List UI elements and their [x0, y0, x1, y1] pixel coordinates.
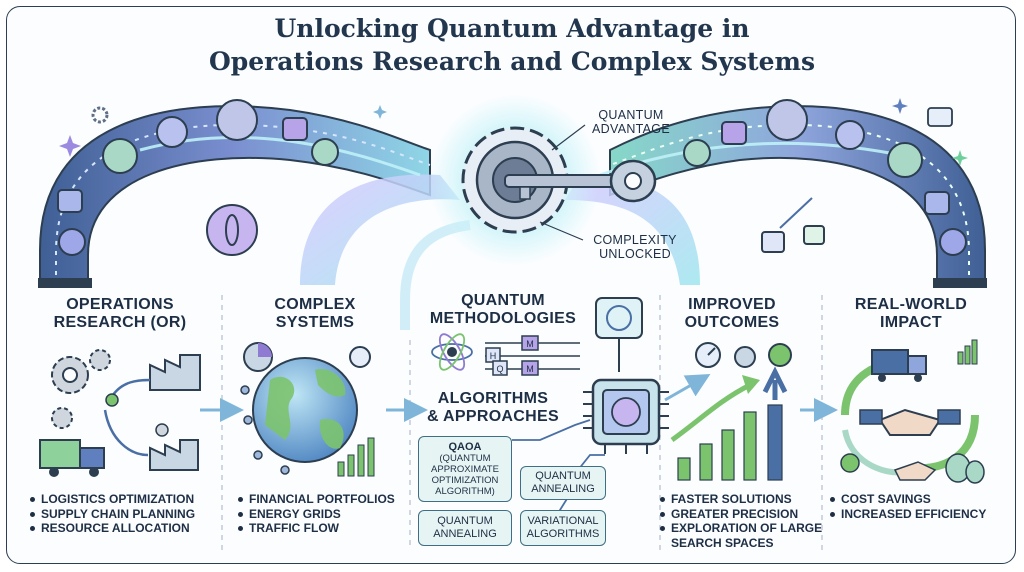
heading-line: ALGORITHMS — [437, 390, 549, 407]
card-line: VARIATIONAL — [527, 515, 599, 527]
bullet-item: COST SAVINGS — [830, 492, 986, 507]
heading-line: RESEARCH (OR) — [53, 314, 187, 331]
algorithm-card-quantum-annealing-2: QUANTUM ANNEALING — [418, 510, 512, 546]
circuit-gate-label: M — [526, 364, 534, 374]
left-arch-nodes — [57, 99, 339, 256]
heading-line: IMPROVED — [688, 296, 776, 313]
bullet-item: GREATER PRECISION — [660, 507, 822, 522]
real-world-impact-heading: REAL-WORLD IMPACT — [836, 296, 986, 332]
bullet-item: RESOURCE ALLOCATION — [30, 521, 195, 536]
algorithm-card-quantum-annealing: QUANTUM ANNEALING — [520, 466, 606, 500]
bullet-item: FASTER SOLUTIONS — [660, 492, 822, 507]
card-line: ALGORITHMS — [526, 528, 600, 540]
heading-line: COMPLEX — [274, 296, 356, 313]
bullet-item: INCREASED EFFICIENCY — [830, 507, 986, 522]
page-title-line-1: Unlocking Quantum Advantage in — [274, 14, 750, 43]
heading-line: OPERATIONS — [66, 296, 174, 313]
page-title-line-2: Operations Research and Complex Systems — [208, 47, 816, 76]
right-arch-nodes — [683, 99, 967, 256]
quantum-methods-illustration — [431, 297, 669, 540]
card-line: QUANTUM — [535, 470, 591, 482]
heading-line: QUANTUM — [461, 292, 545, 309]
operations-research-bullets: LOGISTICS OPTIMIZATION SUPPLY CHAIN PLAN… — [30, 492, 195, 536]
card-line: ANNEALING — [531, 483, 595, 495]
heading-line: IMPACT — [880, 314, 942, 331]
complex-systems-bullets: FINANCIAL PORTFOLIOS ENERGY GRIDS TRAFFI… — [238, 492, 395, 536]
complex-systems-illustration — [240, 342, 375, 477]
improved-outcomes-bullets: FASTER SOLUTIONS GREATER PRECISION EXPLO… — [660, 492, 822, 550]
card-line: QAOA — [448, 440, 482, 453]
algorithm-card-qaoa: QAOA (QUANTUM APPROXIMATE OPTIMIZATION A… — [418, 436, 512, 502]
complexity-unlocked-callout: COMPLEXITY UNLOCKED — [580, 233, 690, 261]
bullet-item: EXPLORATION OF LARGE — [660, 521, 822, 536]
card-line: (QUANTUM — [439, 452, 491, 464]
callout-line: UNLOCKED — [599, 247, 671, 261]
improved-outcomes-heading: IMPROVED OUTCOMES — [672, 296, 792, 332]
bullet-item: SUPPLY CHAIN PLANNING — [30, 507, 195, 522]
operations-illustration — [39, 349, 201, 477]
circuit-gate-label: Q — [496, 364, 503, 374]
outcomes-illustration — [670, 342, 792, 481]
column-dividers — [221, 295, 823, 550]
circuit-gate-label: M — [526, 339, 534, 349]
quantum-methodologies-heading: QUANTUM METHODOLOGIES — [418, 292, 588, 328]
heading-line: OUTCOMES — [684, 314, 780, 331]
card-line: ALGORITHM) — [435, 485, 495, 497]
heading-line: SYSTEMS — [275, 314, 355, 331]
sparkle-icons — [59, 98, 968, 166]
algorithm-card-variational: VARIATIONAL ALGORITHMS — [520, 510, 606, 546]
gear-key-icon — [430, 95, 657, 265]
operations-research-heading: OPERATIONS RESEARCH (OR) — [30, 296, 210, 332]
bullet-item: FINANCIAL PORTFOLIOS — [238, 492, 395, 507]
callout-line: QUANTUM — [598, 108, 664, 122]
bullet-item: TRAFFIC FLOW — [238, 521, 395, 536]
heading-line: REAL-WORLD — [854, 296, 968, 313]
card-line: APPROXIMATE — [431, 463, 499, 475]
callout-line: ADVANTAGE — [592, 122, 670, 136]
card-line: OPTIMIZATION — [431, 474, 499, 486]
heading-line: METHODOLOGIES — [429, 310, 577, 327]
quantum-advantage-callout: QUANTUM ADVANTAGE — [586, 108, 676, 136]
card-line: ANNEALING — [433, 528, 497, 540]
heading-line: & APPROACHES — [427, 408, 559, 425]
card-line: QUANTUM — [437, 515, 493, 527]
flow-arrows — [200, 374, 838, 422]
impact-illustration — [840, 339, 985, 484]
callout-line: COMPLEXITY — [593, 233, 677, 247]
algorithms-approaches-heading: ALGORITHMS & APPROACHES — [418, 390, 568, 426]
real-world-impact-bullets: COST SAVINGS INCREASED EFFICIENCY — [830, 492, 986, 521]
bullet-item: SEARCH SPACES — [671, 535, 774, 550]
complex-systems-heading: COMPLEX SYSTEMS — [240, 296, 390, 332]
circuit-gate-label: H — [490, 351, 497, 361]
bullet-item: ENERGY GRIDS — [238, 507, 395, 522]
bullet-item: LOGISTICS OPTIMIZATION — [30, 492, 195, 507]
